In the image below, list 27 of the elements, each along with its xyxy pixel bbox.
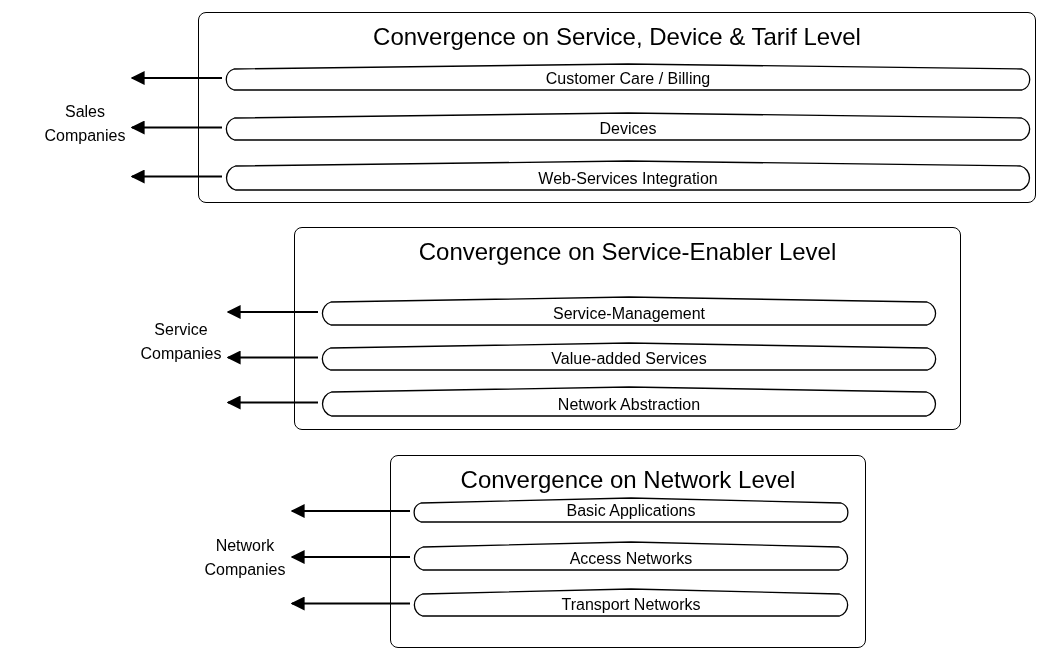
company-label: Service Companies <box>136 318 226 366</box>
panel-title: Convergence on Service-Enabler Level <box>417 238 838 266</box>
layer-band: Service-Management <box>319 296 939 326</box>
arrow <box>290 504 411 518</box>
layer-band: Web-Services Integration <box>223 160 1033 191</box>
arrow <box>226 350 319 365</box>
layer-panel <box>198 12 1036 203</box>
arrow <box>226 305 319 319</box>
arrow <box>226 395 319 410</box>
layer-band: Network Abstraction <box>319 386 939 417</box>
layer-band: Customer Care / Billing <box>223 63 1033 91</box>
company-label: Network Companies <box>200 534 290 582</box>
layer-band: Basic Applications <box>411 497 851 523</box>
layer-band: Access Networks <box>411 541 851 571</box>
arrow <box>130 71 223 85</box>
arrow <box>130 120 223 135</box>
arrow <box>130 169 223 184</box>
arrow <box>290 596 411 611</box>
layer-panel <box>390 455 866 648</box>
layer-band: Value-added Services <box>319 342 939 371</box>
layer-panel <box>294 227 961 430</box>
panel-title: Convergence on Network Level <box>459 466 797 494</box>
panel-title: Convergence on Service, Device & Tarif Level <box>372 23 862 51</box>
layer-band: Transport Networks <box>411 588 851 617</box>
arrow <box>290 550 411 564</box>
company-label: Sales Companies <box>40 100 130 148</box>
layer-band: Devices <box>223 112 1033 141</box>
